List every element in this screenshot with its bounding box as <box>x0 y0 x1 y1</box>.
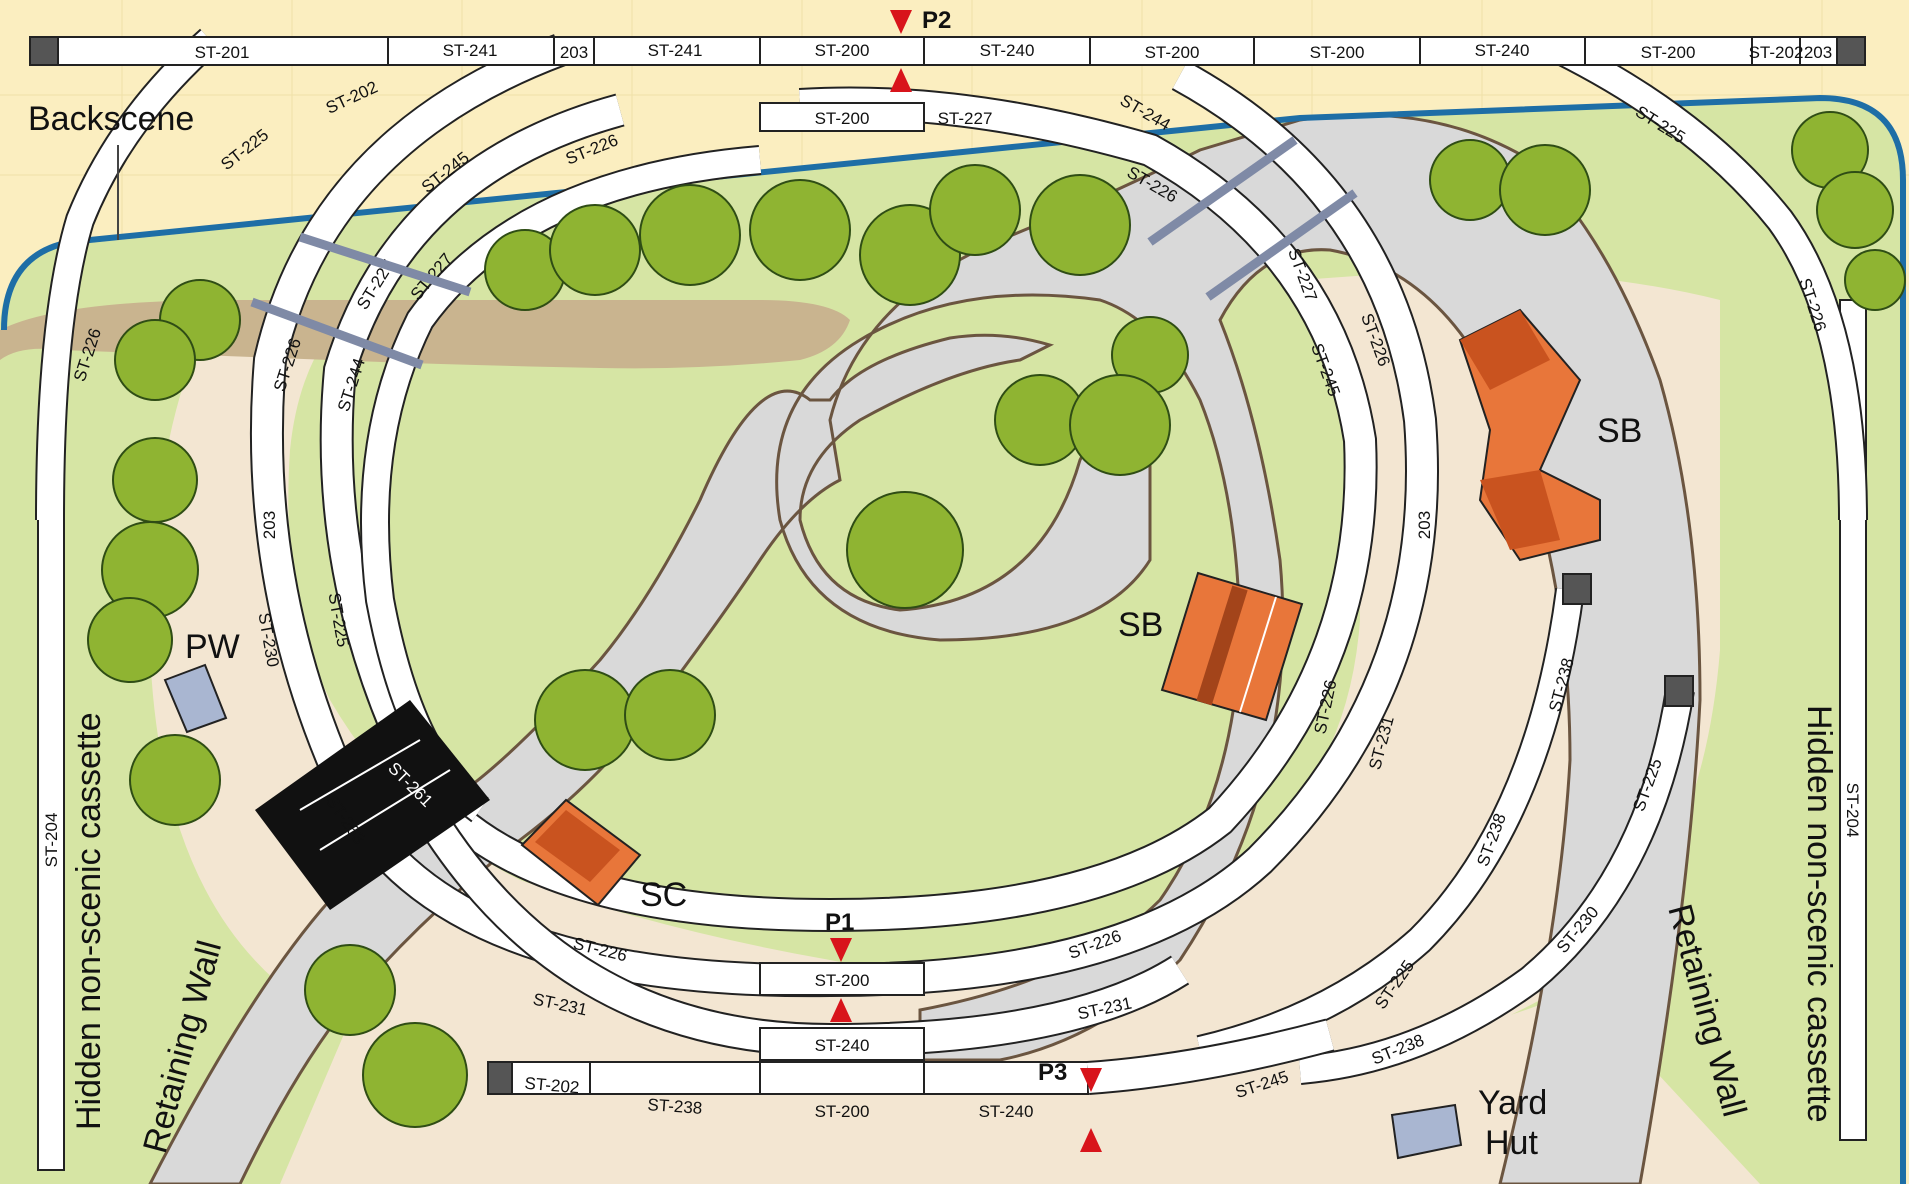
track-bottom-3: ST-202 ST-238 ST-200 ST-240 <box>487 1061 1089 1121</box>
track-label: ST-240 <box>979 1102 1034 1121</box>
track-label: 203 <box>560 43 588 62</box>
svg-text:P1: P1 <box>825 909 854 936</box>
track-label: ST-202 <box>524 1074 580 1098</box>
building-sb-center <box>1160 571 1304 722</box>
track-label: ST-227 <box>938 109 993 128</box>
track-label: ST-240 <box>1475 41 1530 60</box>
buffer-stop <box>1664 675 1694 707</box>
sb-center-label: SB <box>1118 606 1163 644</box>
hidden-cassette-left: ST-204 <box>37 509 65 1171</box>
building-sb-right <box>1458 308 1601 562</box>
track-label: 203 <box>1804 43 1832 62</box>
track-label: ST-202 <box>323 77 381 117</box>
building-sc <box>520 798 642 907</box>
track-label: ST-202 <box>1749 43 1804 62</box>
buffer-stop <box>1562 573 1592 605</box>
track-label: ST-200 <box>815 1102 870 1121</box>
hidden-cassette-left-label: Hidden non-scenic cassette <box>70 712 108 1130</box>
ground-lower <box>280 990 1760 1184</box>
sc-label: SC <box>640 876 687 914</box>
track-label: 203 <box>1415 511 1434 539</box>
hidden-cassette-right-label: Hidden non-scenic cassette <box>1800 705 1838 1123</box>
tunnel-portal: ST-261 ST-263 <box>255 700 490 910</box>
yard-hut-label-1: Yard <box>1478 1084 1547 1122</box>
yard-hut-label-2: Hut <box>1485 1124 1538 1162</box>
track-label: ST-241 <box>648 41 703 60</box>
track-bottom-2: ST-240 <box>759 1027 925 1061</box>
track-label: ST-225 <box>217 125 272 174</box>
marker-p2: P2 <box>890 7 951 92</box>
building-yard-hut <box>1390 1103 1463 1160</box>
track-label: ST-240 <box>815 1036 870 1055</box>
track-label: ST-204 <box>1843 783 1862 838</box>
track-label: ST-240 <box>980 41 1035 60</box>
svg-text:P3: P3 <box>1038 1059 1067 1086</box>
trees <box>87 111 1906 1128</box>
track-label: ST-200 <box>1641 43 1696 62</box>
building-pw <box>163 663 228 734</box>
top-track-row: ST-201 ST-241 203 ST-241 ST-200 ST-240 S… <box>29 36 1866 66</box>
track-label: ST-200 <box>815 109 870 128</box>
track-label: ST-201 <box>195 43 250 62</box>
track-label: ST-204 <box>42 813 61 868</box>
backscene-label: Backscene <box>28 100 194 138</box>
track-label: ST-200 <box>815 41 870 60</box>
ground-area <box>150 270 1720 1130</box>
track-label: ST-241 <box>443 41 498 60</box>
track-label: 203 <box>260 511 279 539</box>
backscene-line <box>1 94 1906 1184</box>
track-label: ST-200 <box>815 971 870 990</box>
track-bottom-1: ST-200 <box>759 962 925 996</box>
track-label: ST-200 <box>1310 43 1365 62</box>
svg-text:P2: P2 <box>922 7 951 34</box>
bridge <box>250 136 1358 370</box>
track-label: ST-200 <box>1145 43 1200 62</box>
track-straight <box>759 102 925 132</box>
marker-p1: P1 <box>825 909 854 1022</box>
marker-p3: P3 <box>1038 1059 1102 1152</box>
pw-label: PW <box>185 628 240 666</box>
sb-right-label: SB <box>1597 412 1642 450</box>
track-label: ST-238 <box>647 1095 703 1118</box>
